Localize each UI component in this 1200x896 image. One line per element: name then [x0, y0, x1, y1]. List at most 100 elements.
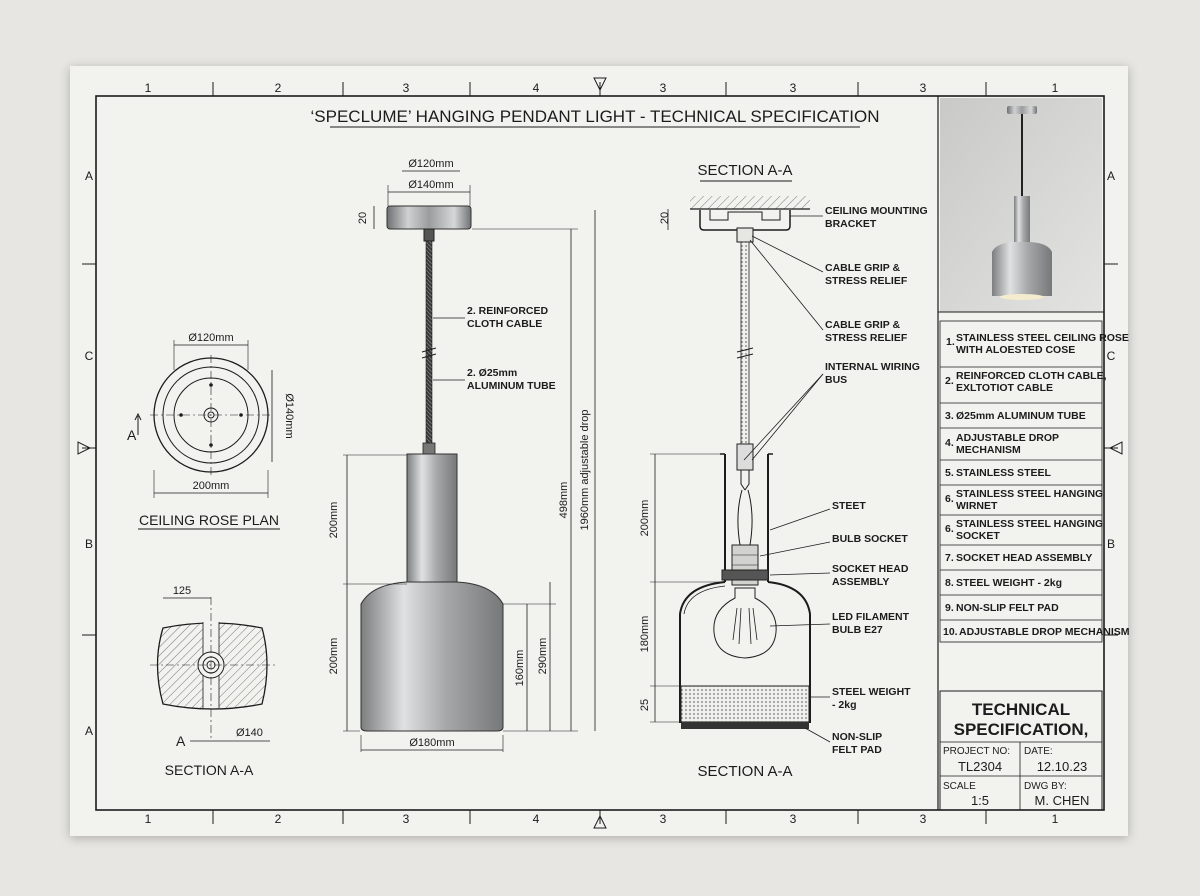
pendant-elevation: Ø120mm Ø140mm 20 200mm 200mm 160mm 290mm…: [328, 158, 596, 752]
scale-label: SCALE: [943, 781, 976, 792]
elev-cable-label: CLOTH CABLE: [467, 318, 542, 330]
drawing-title: ‘SPECLUME’ HANGING PENDANT LIGHT - TECHN…: [311, 107, 880, 126]
col-label: 1: [145, 81, 152, 95]
col-label: 1: [145, 812, 152, 826]
part-num: 6.: [945, 523, 954, 535]
part-line: Ø25mm ALUMINUM TUBE: [956, 410, 1086, 422]
row-label: A: [85, 169, 93, 183]
row-label: A: [1107, 169, 1115, 183]
col-label: 3: [403, 81, 410, 95]
ceiling-rose-plan-label: CEILING ROSE PLAN: [139, 512, 279, 528]
col-label: 4: [533, 812, 540, 826]
plan-section-marker: A: [127, 427, 137, 443]
col-label: 3: [920, 812, 927, 826]
section-125: 125: [173, 585, 191, 597]
plan-dia140: Ø140mm: [283, 393, 295, 438]
sect-180: 180mm: [639, 616, 651, 653]
plan-200: 200mm: [193, 480, 230, 492]
elev-20: 20: [357, 212, 369, 224]
ceiling-rose-plan: Ø120mm Ø140mm 200mm A CEILING ROSE PLAN: [127, 332, 295, 530]
col-label: 3: [660, 81, 667, 95]
part-num: 4.: [945, 437, 954, 449]
grip-label-2: STRESS RELIEF: [825, 332, 908, 344]
title-block-heading: TECHNICAL: [972, 700, 1070, 719]
grip-label-1: STRESS RELIEF: [825, 275, 908, 287]
col-label: 2: [275, 812, 282, 826]
parts-list: 1. STAINLESS STEEL CEILING ROSE WITH ALO…: [939, 320, 1130, 643]
section-marker: A: [176, 733, 186, 749]
col-label: 3: [790, 81, 797, 95]
bracket-label: BRACKET: [825, 218, 877, 230]
row-label: C: [85, 349, 94, 363]
plan-dia120: Ø120mm: [188, 332, 233, 344]
section-center-bottom-label: SECTION A-A: [697, 763, 792, 780]
col-label: 3: [790, 812, 797, 826]
grip-label-1: CABLE GRIP &: [825, 262, 900, 274]
wiring-bus-label: BUS: [825, 374, 847, 386]
steet-label: STEET: [832, 500, 866, 512]
row-label: B: [1107, 537, 1115, 551]
project-label: PROJECT NO:: [943, 746, 1010, 757]
led-bulb-label: BULB E27: [832, 624, 883, 636]
elev-dia120: Ø120mm: [408, 158, 453, 170]
elev-200-top: 200mm: [328, 502, 340, 539]
part-line: ADJUSTABLE DROP: [956, 432, 1059, 444]
part-num: 7.: [945, 552, 954, 564]
elev-160: 160mm: [514, 650, 526, 687]
weight-label: STEEL WEIGHT: [832, 686, 911, 698]
bulb-socket-label: BULB SOCKET: [832, 533, 908, 545]
elev-dia140: Ø140mm: [408, 179, 453, 191]
part-line: ADJUSTABLE DROP MECHANISM: [959, 626, 1130, 638]
part-num: 2.: [945, 375, 954, 387]
part-line: STAINLESS STEEL: [956, 467, 1051, 479]
weight-label: - 2kg: [832, 699, 857, 711]
date-value: 12.10.23: [1037, 759, 1088, 774]
part-line: STAINLESS STEEL CEILING ROSE: [956, 332, 1129, 344]
part-line: REINFORCED CLOTH CABLE,: [956, 370, 1107, 382]
dwg-by-label: DWG BY:: [1024, 781, 1067, 792]
part-line: STEEL WEIGHT - 2kg: [956, 577, 1062, 589]
sect-20: 20: [659, 212, 671, 224]
section-left: 125 A Ø140 SECTION A-A: [150, 585, 275, 778]
socket-head-label: SOCKET HEAD: [832, 563, 909, 575]
elev-dia180: Ø180mm: [409, 737, 454, 749]
title-block-heading: SPECIFICATION,: [954, 720, 1089, 739]
part-num: 10.: [943, 626, 958, 638]
center-marks: [77, 77, 1123, 829]
row-label: C: [1107, 349, 1116, 363]
felt-pad-label: FELT PAD: [832, 744, 882, 756]
column-labels: 1 2 3 4 3 3 3 1 1 2 3 4 3 3 3 1: [145, 81, 1059, 826]
elev-498: 498mm: [558, 482, 570, 519]
part-line: EXLTOTIOT CABLE: [956, 382, 1053, 394]
part-num: 3.: [945, 410, 954, 422]
col-label: 4: [533, 81, 540, 95]
grip-label-2: CABLE GRIP &: [825, 319, 900, 331]
dwg-by-value: M. CHEN: [1035, 793, 1090, 808]
col-label: 2: [275, 81, 282, 95]
bracket-label: CEILING MOUNTING: [825, 205, 928, 217]
elev-tube-label: ALUMINUM TUBE: [467, 380, 556, 392]
row-label: A: [85, 724, 93, 738]
part-num: 8.: [945, 577, 954, 589]
col-label: 3: [920, 81, 927, 95]
section-center-top-label: SECTION A-A: [697, 162, 792, 179]
elev-tube-label: 2. Ø25mm: [467, 367, 517, 379]
title-block: TECHNICAL SPECIFICATION, PROJECT NO: TL2…: [939, 690, 1103, 811]
col-label: 3: [403, 812, 410, 826]
elev-cable-label: 2. REINFORCED: [467, 305, 549, 317]
part-num: 1.: [946, 336, 955, 348]
elev-290: 290mm: [537, 638, 549, 675]
row-label: B: [85, 537, 93, 551]
sect-25: 25: [639, 699, 651, 711]
section-dia140: Ø140: [236, 727, 263, 739]
part-line: WITH ALOESTED COSE: [956, 344, 1075, 356]
part-line: STAINLESS STEEL HANGING: [956, 488, 1103, 500]
date-label: DATE:: [1024, 746, 1053, 757]
elev-drop: 1960mm adjustable drop: [579, 409, 591, 530]
wiring-bus-label: INTERNAL WIRING: [825, 361, 920, 373]
part-line: NON-SLIP FELT PAD: [956, 602, 1059, 614]
project-value: TL2304: [958, 759, 1002, 774]
part-num: 6.: [945, 493, 954, 505]
product-render: [940, 98, 1102, 312]
